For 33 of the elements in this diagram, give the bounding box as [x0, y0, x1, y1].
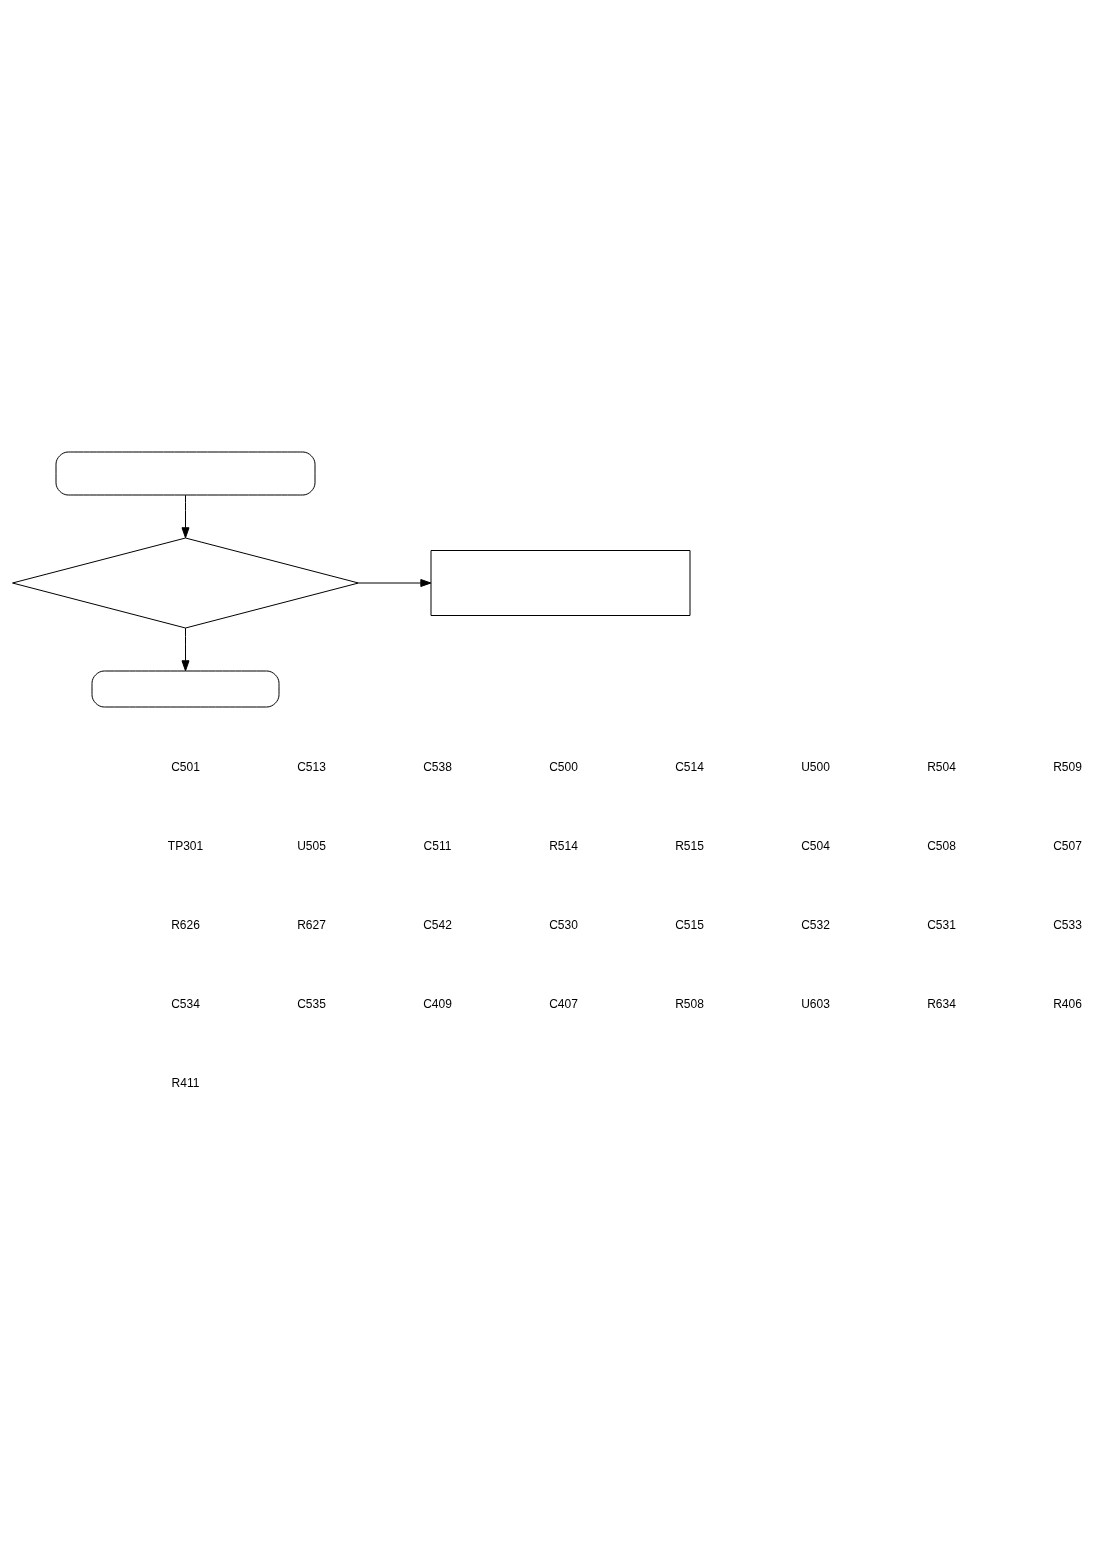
label: TP301	[167, 839, 204, 854]
label: R411	[171, 1076, 200, 1091]
label: R634	[927, 997, 956, 1012]
label: C504	[801, 839, 830, 854]
label: C407	[549, 997, 578, 1012]
label: C534	[171, 997, 200, 1012]
label: R626	[171, 918, 200, 933]
label: R515	[675, 839, 704, 854]
label: C511	[423, 839, 452, 854]
label: U500	[801, 760, 830, 775]
label: C533	[1053, 918, 1082, 933]
label: C508	[927, 839, 956, 854]
label: C500	[549, 760, 578, 775]
label: C535	[297, 997, 326, 1012]
label: R406	[1053, 997, 1082, 1012]
label: C532	[801, 918, 830, 933]
label: C531	[927, 918, 956, 933]
label: R504	[927, 760, 956, 775]
label: C507	[1053, 839, 1082, 854]
label: C530	[549, 918, 578, 933]
label: C514	[675, 760, 704, 775]
label: R509	[1053, 760, 1082, 775]
label: R514	[549, 839, 578, 854]
label: U603	[801, 997, 830, 1012]
label: R508	[675, 997, 704, 1012]
label: C515	[675, 918, 704, 933]
label: C501	[171, 760, 200, 775]
label: C409	[423, 997, 452, 1012]
label: C542	[423, 918, 452, 933]
label: R627	[297, 918, 326, 933]
label: U505	[297, 839, 326, 854]
label: C538	[423, 760, 452, 775]
label: C513	[297, 760, 326, 775]
